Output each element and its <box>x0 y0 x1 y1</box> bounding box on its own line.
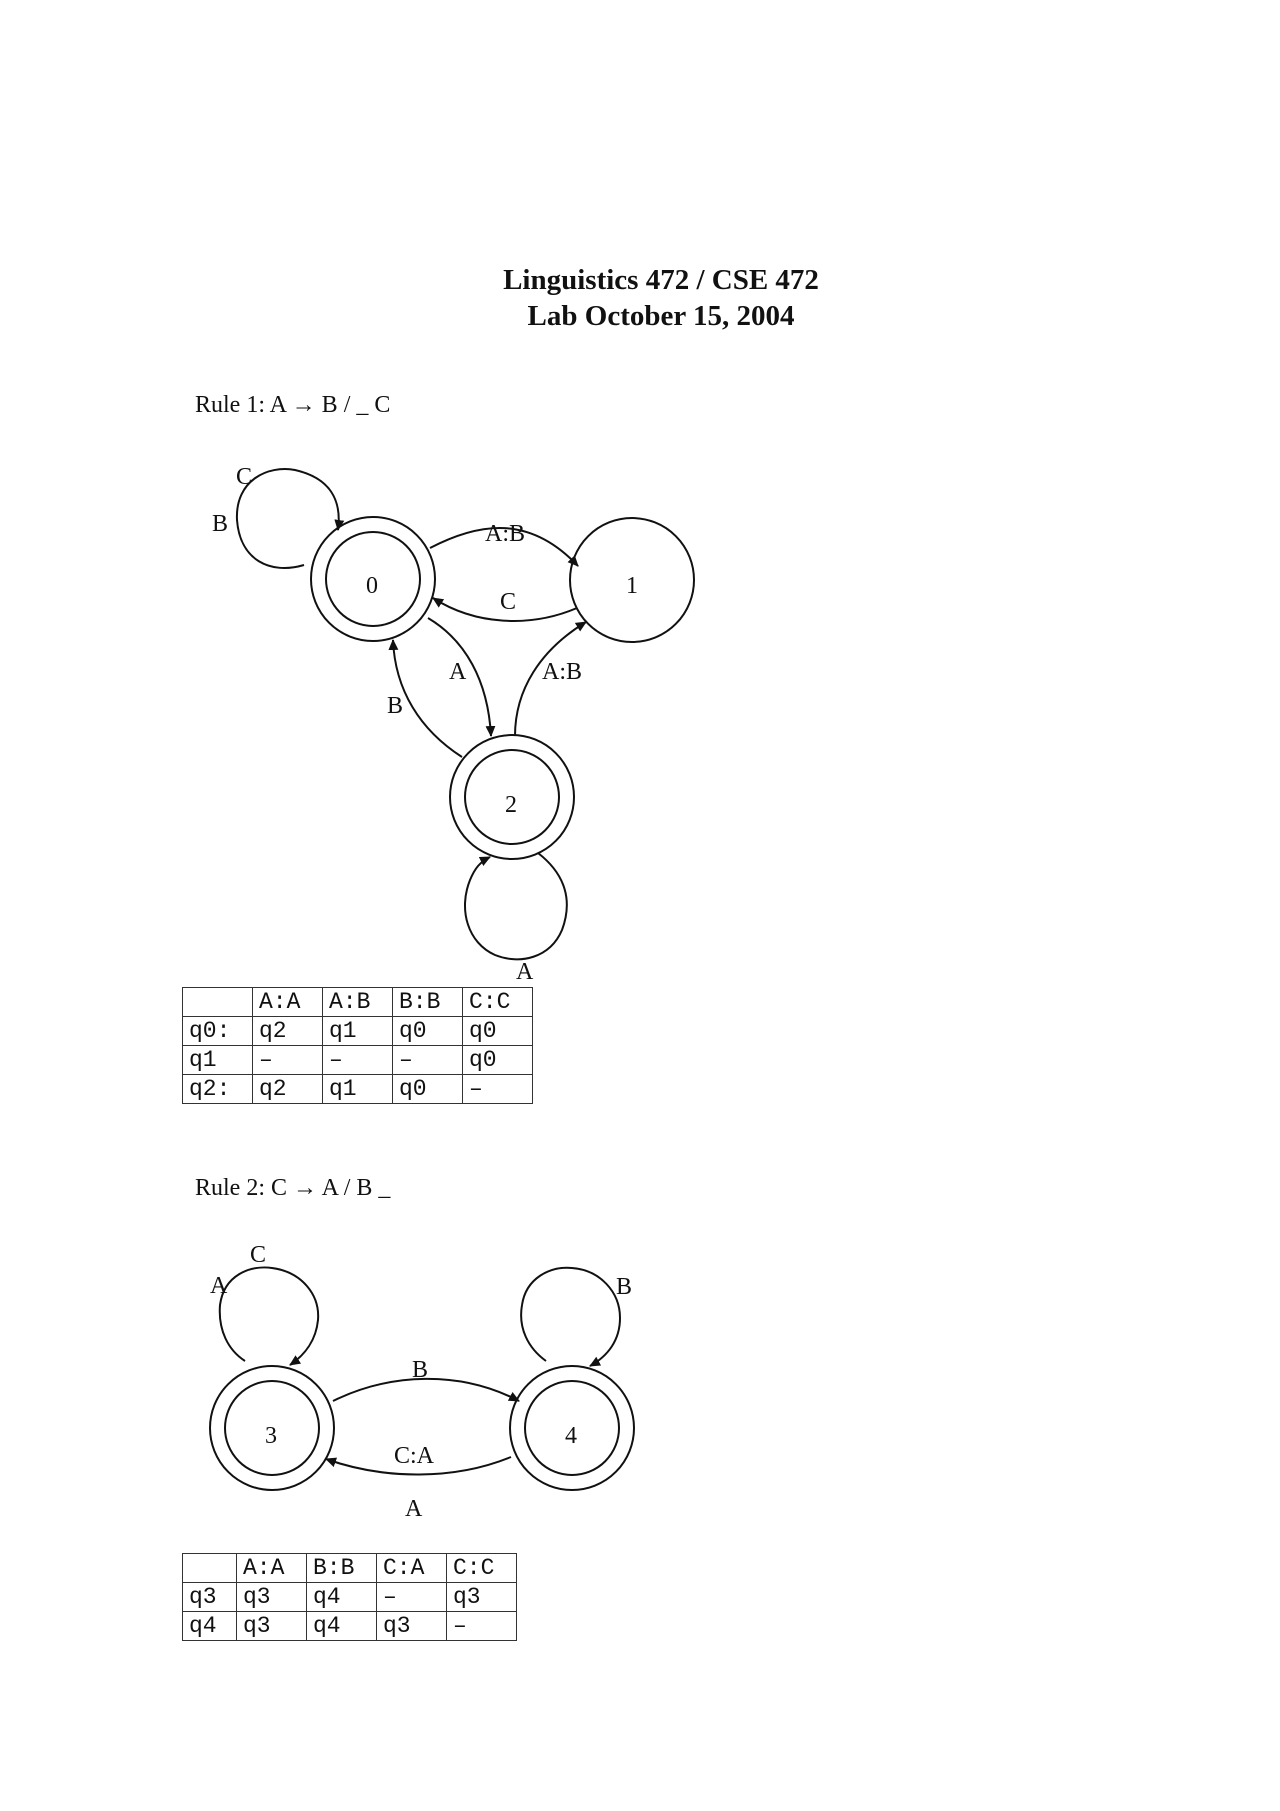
edge-2-1 <box>514 621 587 737</box>
label-self4: B <box>616 1274 632 1300</box>
page-title-line1: Linguistics 472 / CSE 472 <box>503 264 819 296</box>
table-cell: q3 <box>236 1611 307 1641</box>
table-cell: q0: <box>182 1016 253 1046</box>
rule2-diagram <box>209 1266 635 1491</box>
label-self2: A <box>516 959 534 985</box>
label-1-0: C <box>500 589 516 615</box>
state-4-label: 4 <box>565 1423 577 1449</box>
label-4-3-below: A <box>405 1496 423 1522</box>
label-0-2: A <box>449 659 467 685</box>
table-cell: A:A <box>236 1553 307 1583</box>
table-row: q3 q3 q4 – q3 <box>182 1582 517 1612</box>
edge-self-4 <box>520 1266 622 1367</box>
label-0-1: A:B <box>485 521 525 547</box>
table-cell: q0 <box>462 1045 533 1075</box>
table-cell: – <box>462 1074 533 1104</box>
table-row: q1 – – – q0 <box>182 1045 533 1075</box>
table-cell: A:B <box>322 987 393 1017</box>
table-header-row: A:A B:B C:A C:C <box>182 1553 517 1583</box>
state-2-label: 2 <box>505 792 517 818</box>
table-cell: q4 <box>182 1611 237 1641</box>
state-1 <box>569 517 695 643</box>
label-3-4: B <box>412 1357 428 1383</box>
table-cell: – <box>392 1045 463 1075</box>
label-self3-left: A <box>210 1273 228 1299</box>
table-cell: – <box>376 1582 447 1612</box>
edge-self-0 <box>235 468 345 569</box>
table-cell: q2: <box>182 1074 253 1104</box>
table-cell: C:A <box>376 1553 447 1583</box>
table-row: q2: q2 q1 q0 – <box>182 1074 533 1104</box>
edge-0-1 <box>429 527 579 567</box>
state-2 <box>449 734 575 860</box>
table-header-row: A:A A:B B:B C:C <box>182 987 533 1017</box>
table-cell: q3 <box>236 1582 307 1612</box>
state-1-label: 1 <box>626 573 638 599</box>
edge-4-3 <box>325 1456 512 1476</box>
edge-self-2 <box>464 852 568 961</box>
edge-3-4 <box>332 1377 520 1402</box>
rule1-edge-labels: C B A:B C A B A:B A 0 1 2 <box>212 464 638 985</box>
label-4-3: C:A <box>394 1443 435 1469</box>
state-0 <box>310 516 436 642</box>
rule2-transition-table: A:A B:B C:A C:C q3 q3 q4 – q3 q4 q3 q4 q… <box>182 1553 517 1641</box>
table-cell: – <box>252 1045 323 1075</box>
table-cell: q3 <box>446 1582 517 1612</box>
state-3 <box>209 1365 335 1491</box>
table-cell: – <box>446 1611 517 1641</box>
table-cell: C:C <box>462 987 533 1017</box>
table-cell: q2 <box>252 1074 323 1104</box>
page-title-line2: Lab October 15, 2004 <box>527 300 795 332</box>
label-self0-top: C <box>236 464 252 490</box>
table-cell <box>182 1553 237 1583</box>
edge-0-2 <box>427 617 496 737</box>
rule1-transition-table: A:A A:B B:B C:C q0: q2 q1 q0 q0 q1 – – –… <box>182 987 533 1104</box>
state-3-label: 3 <box>265 1423 277 1449</box>
state-4 <box>509 1365 635 1491</box>
state-0-label: 0 <box>366 573 378 599</box>
rule1-diagram <box>235 468 695 961</box>
table-cell: q4 <box>306 1611 377 1641</box>
table-cell: q0 <box>392 1016 463 1046</box>
table-cell: q1 <box>322 1016 393 1046</box>
edge-self-3 <box>218 1266 320 1366</box>
table-cell: – <box>322 1045 393 1075</box>
label-self3-top: C <box>250 1242 266 1268</box>
table-cell: q0 <box>462 1016 533 1046</box>
table-cell: q1 <box>322 1074 393 1104</box>
label-self0-left: B <box>212 511 228 537</box>
rule1-label: Rule 1: A → B / _ C <box>195 392 391 418</box>
table-cell <box>182 987 253 1017</box>
edge-2-0 <box>388 639 463 758</box>
edge-1-0 <box>432 597 578 622</box>
rule2-edge-labels: C A B C:A A B 3 4 <box>210 1242 632 1522</box>
label-2-0: B <box>387 693 403 719</box>
table-cell: C:C <box>446 1553 517 1583</box>
table-row: q4 q3 q4 q3 – <box>182 1611 517 1641</box>
table-cell: q0 <box>392 1074 463 1104</box>
table-cell: q3 <box>182 1582 237 1612</box>
table-row: q0: q2 q1 q0 q0 <box>182 1016 533 1046</box>
table-cell: B:B <box>306 1553 377 1583</box>
table-cell: q1 <box>182 1045 253 1075</box>
table-cell: q2 <box>252 1016 323 1046</box>
rule2-label: Rule 2: C → A / B _ <box>195 1175 391 1201</box>
table-cell: A:A <box>252 987 323 1017</box>
table-cell: B:B <box>392 987 463 1017</box>
table-cell: q3 <box>376 1611 447 1641</box>
table-cell: q4 <box>306 1582 377 1612</box>
label-2-1: A:B <box>542 659 582 685</box>
